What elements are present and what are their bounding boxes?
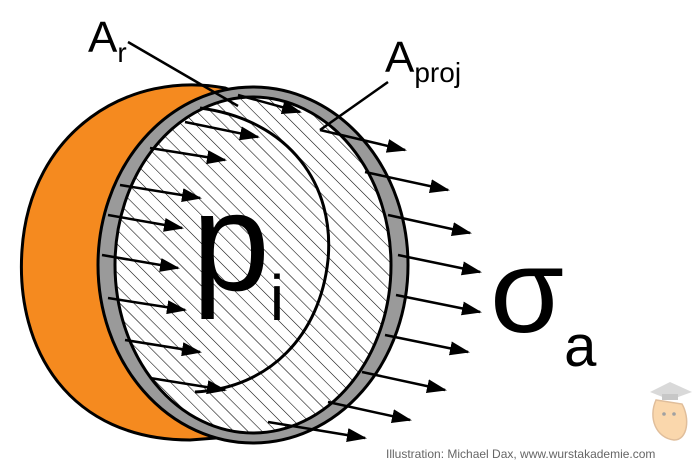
- a-proj-leader: [319, 80, 389, 132]
- projected-area-curve: [194, 106, 331, 394]
- illustration-credit: Illustration: Michael Dax, www.wurstakad…: [386, 447, 655, 461]
- axial-stress-arrows: [237, 93, 482, 442]
- sigma-a-label: σa: [490, 224, 597, 379]
- a-proj-label: Aproj: [385, 33, 461, 88]
- a-r-label: Ar: [88, 13, 127, 68]
- graduation-cap-sausage-icon: [650, 382, 692, 441]
- internal-pressure-arrows: [101, 120, 260, 395]
- a-r-leader: [127, 40, 239, 108]
- p-i-label: pi: [192, 163, 284, 334]
